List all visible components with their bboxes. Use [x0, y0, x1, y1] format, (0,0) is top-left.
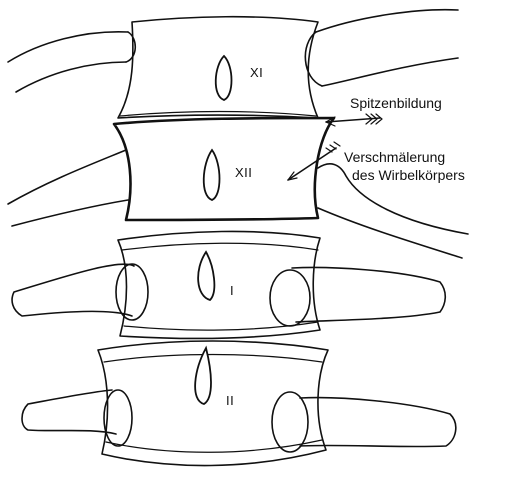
pedicle-right-i	[270, 270, 310, 326]
rib-left-xi-head	[126, 32, 135, 62]
vertebra-label-i: I	[230, 284, 234, 297]
rib-left-xii-lower	[12, 200, 128, 226]
foramen-xi	[216, 56, 232, 100]
rib-left-xi-lower	[16, 62, 126, 92]
transverse-process-right-i	[292, 268, 445, 322]
arrow-verschmaelerung-head	[288, 172, 297, 180]
vertebra-ii	[22, 341, 456, 466]
annotation-spitzenbildung: Spitzenbildung	[350, 96, 442, 110]
pedicle-right-ii	[272, 392, 308, 452]
foramen-xii	[204, 150, 220, 200]
transverse-process-left-ii	[22, 390, 116, 434]
foramen-ii	[195, 348, 211, 404]
vertebra-label-xii: XII	[235, 166, 252, 179]
vertebral-body-xii	[114, 118, 334, 220]
endplate-ii-top	[104, 355, 322, 363]
pedicle-left-i	[116, 264, 148, 320]
arrow-verschmaelerung	[288, 142, 340, 180]
rib-right-xi-lower	[322, 58, 458, 86]
rib-right-xii-lower	[318, 208, 462, 258]
annotation-verschmaelerung-line2: des Wirbelkörpers	[352, 168, 465, 182]
endplate-ii-bottom	[106, 440, 322, 452]
vertebra-i	[12, 231, 445, 338]
rib-right-xi-upper	[316, 10, 458, 32]
vertebra-label-ii: II	[226, 394, 234, 407]
rib-left-xi-upper	[8, 32, 128, 62]
pedicle-left-ii	[104, 390, 132, 446]
arrow-spitzenbildung	[326, 114, 382, 126]
foramen-i	[198, 252, 214, 300]
vertebra-label-xi: XI	[250, 66, 263, 79]
endplate-i-top	[122, 243, 318, 250]
vertebra-xii	[8, 118, 468, 258]
rib-left-xii-upper	[8, 150, 126, 204]
annotation-verschmaelerung-line1: Verschmälerung	[344, 150, 445, 164]
